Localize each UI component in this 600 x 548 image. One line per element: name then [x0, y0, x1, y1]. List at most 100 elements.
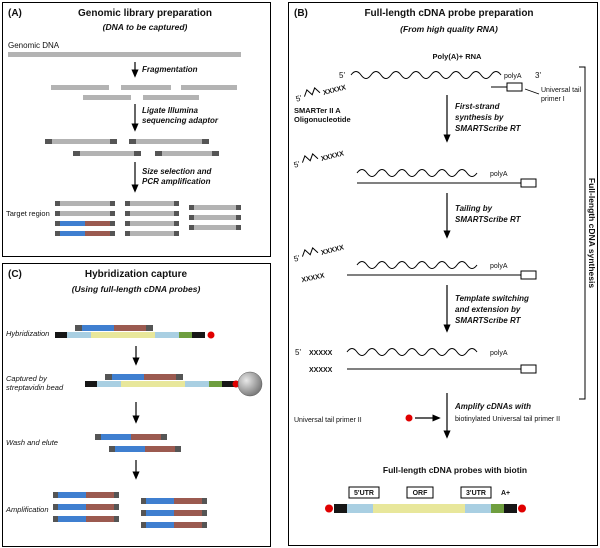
probe-end-black	[55, 332, 67, 338]
step4-line1: Amplify cDNAs with	[454, 402, 531, 411]
probe-utr5	[67, 332, 91, 338]
dna-fragment	[83, 95, 131, 100]
biotin-dot	[518, 504, 526, 513]
step1-line2: synthesis by	[455, 113, 504, 122]
probe-end-black	[192, 332, 205, 338]
adaptor-end	[141, 522, 146, 528]
smarter-oligo: 5' XXXXX	[293, 150, 345, 169]
adaptor-end	[53, 504, 58, 510]
genomic-dna-bar	[8, 52, 241, 57]
adaptor-end	[55, 201, 60, 206]
target-red	[131, 434, 161, 440]
target-blue	[58, 504, 86, 510]
rna-strand	[356, 261, 478, 269]
probe-end-black	[85, 381, 97, 387]
smarter-label-line2: Oligonucleotide	[294, 115, 351, 124]
panel-a-tag: (A)	[8, 8, 22, 19]
adaptor-end	[114, 492, 119, 498]
adaptor-end	[174, 221, 179, 226]
fragment-body	[60, 211, 110, 216]
polya-label: polyA	[490, 171, 508, 178]
strand-xxxxx: XXXXX	[309, 350, 333, 357]
target-blue	[146, 498, 174, 504]
adaptor-end	[146, 325, 153, 331]
fragment-body	[194, 205, 236, 210]
fragment-body	[52, 139, 110, 144]
adaptor-end	[55, 221, 60, 226]
primer1-box	[506, 82, 523, 92]
strand-xxxxx: XXXXX	[309, 367, 333, 374]
primer1-box	[520, 270, 537, 280]
adaptor-end	[202, 510, 207, 516]
target-fragment-blue	[60, 231, 85, 236]
panel-a-subtitle: (DNA to be captured)	[103, 22, 188, 32]
oligo-xxxxx: XXXXX	[320, 244, 345, 257]
adaptor-end	[174, 201, 179, 206]
fragment-body	[130, 211, 174, 216]
oligo-xxxxx: XXXXX	[320, 150, 345, 163]
adaptor-end	[129, 139, 136, 144]
target-red	[174, 498, 202, 504]
captured-label-line1: Captured by	[6, 374, 48, 383]
orf-label: ORF	[413, 490, 429, 497]
five-prime-label: 5'	[339, 71, 345, 80]
adaptor-end	[189, 215, 194, 220]
adaptor-end	[174, 231, 179, 236]
orf-box	[406, 486, 434, 499]
wash-label: Wash and elute	[6, 438, 58, 447]
adaptor-end	[55, 231, 60, 236]
probe-end-black	[222, 381, 235, 387]
primer1-label-line1: Universal tail	[541, 87, 582, 94]
target-red	[145, 446, 175, 452]
three-prime-label: 3'	[535, 71, 541, 80]
ligate-label-line1: Ligate Illumina	[142, 106, 199, 115]
probe-polya	[179, 332, 192, 338]
fragment-body	[130, 221, 174, 226]
biotin-dot	[405, 414, 413, 422]
adaptor-end	[236, 205, 241, 210]
target-blue	[82, 325, 114, 331]
adaptor-end	[55, 211, 60, 216]
biotin-dot	[232, 380, 240, 388]
target-region-label: Target region	[6, 209, 50, 218]
adaptor-end	[125, 231, 130, 236]
adaptor-end	[53, 492, 58, 498]
step1-line1: First-strand	[455, 102, 501, 111]
smarter-oligo: 5' XXXXX	[293, 244, 345, 263]
primer1-box	[520, 364, 537, 374]
adaptor-end	[110, 211, 115, 216]
step2-line2: SMARTScribe RT	[455, 215, 522, 224]
adaptor-end	[95, 434, 101, 440]
probe-utr5	[97, 381, 121, 387]
primer1-label-line2: primer I	[541, 96, 565, 103]
adaptor-end	[125, 211, 130, 216]
panel-c-diagram: (C) Hybridization capture (Using full-le…	[5, 269, 263, 528]
smarter-oligo: 5' XXXXX	[295, 84, 347, 103]
target-blue	[146, 522, 174, 528]
target-blue	[115, 446, 145, 452]
step3-line2: and extension by	[455, 305, 521, 314]
fragmentation-label: Fragmentation	[142, 65, 198, 74]
probe-orf-segment	[373, 504, 465, 513]
panel-c: (C) Hybridization capture (Using full-le…	[2, 263, 271, 547]
target-red	[144, 374, 176, 380]
target-red	[86, 492, 114, 498]
cdna-probe-bar	[325, 504, 526, 513]
adaptor-end	[202, 498, 207, 504]
target-blue	[58, 516, 86, 522]
target-red	[174, 510, 202, 516]
amplification-label: Amplification	[5, 505, 49, 514]
polya-label: polyA	[490, 263, 508, 270]
panel-b-diagram: (B) Full-length cDNA probe preparation (…	[293, 8, 597, 513]
final-probe-title: Full-length cDNA probes with biotin	[383, 465, 527, 475]
genomic-fragment	[75, 325, 153, 331]
adaptor-end	[109, 446, 115, 452]
step2-line1: Tailing by	[455, 204, 493, 213]
oligo-zigzag	[303, 87, 321, 97]
adaptor-end	[176, 374, 183, 380]
adaptor-end	[110, 221, 115, 226]
step4-line2: biotinylated Universal tail primer II	[455, 416, 560, 423]
probe-orf	[91, 332, 155, 338]
adaptor-end	[155, 151, 162, 156]
smarter-label-line1: SMARTer II A	[294, 106, 341, 115]
